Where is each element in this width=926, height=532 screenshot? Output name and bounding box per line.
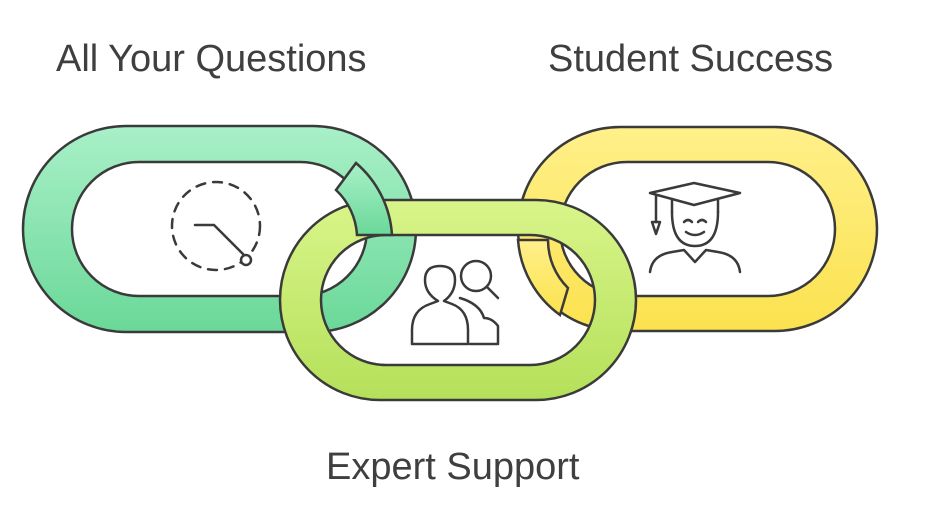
- support-link: [278, 198, 638, 402]
- questions-link-overlap: [334, 161, 394, 237]
- success-link-overlap: [516, 238, 570, 318]
- graduate-icon: [648, 181, 742, 274]
- clock-icon: [170, 180, 262, 272]
- questions-label: All Your Questions: [56, 38, 367, 80]
- people-search-icon: [410, 259, 500, 346]
- success-link: [516, 125, 879, 333]
- support-label: Expert Support: [326, 446, 580, 488]
- success-label: Student Success: [548, 38, 834, 80]
